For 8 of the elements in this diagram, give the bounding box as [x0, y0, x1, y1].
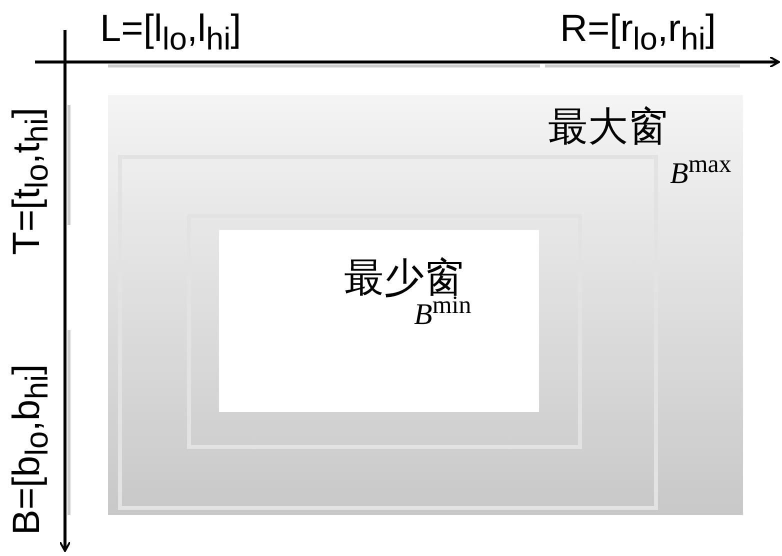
window-area — [108, 95, 743, 515]
window-symbol: B$^{max}$ — [670, 151, 732, 191]
interval-label: L=[l$_{lo}$,l$_{hi}$] — [100, 8, 242, 58]
window-outline — [187, 214, 582, 449]
window-label: 最大窗 — [548, 103, 668, 152]
window-outline — [118, 155, 658, 510]
minimum-window — [219, 230, 539, 412]
interval-label: R=[r$_{lo}$,r$_{hi}$] — [560, 8, 716, 58]
